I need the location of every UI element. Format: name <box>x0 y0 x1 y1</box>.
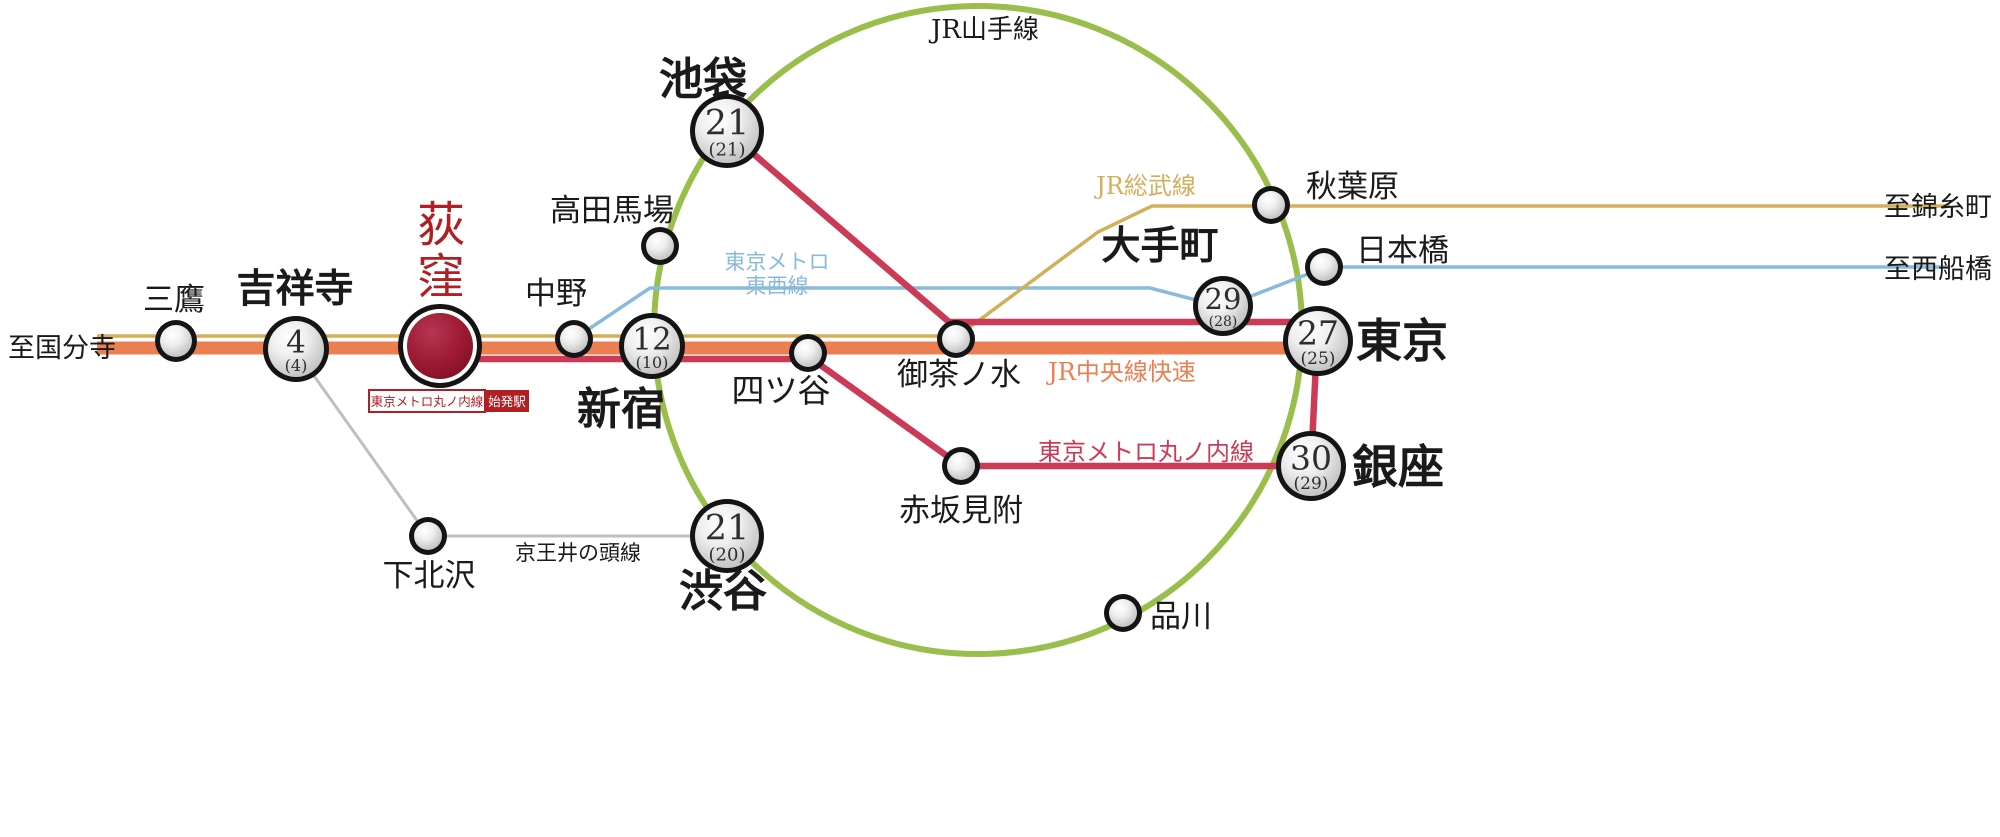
time-minutes-paren-shibuya: (20) <box>709 544 746 565</box>
origin-tag-badge-label: 始発駅 <box>488 394 526 409</box>
origin-station-fill <box>407 313 473 379</box>
rail-lines <box>97 3 1950 657</box>
station-fill <box>560 325 588 353</box>
station-fill <box>624 318 680 374</box>
time-minutes-paren-ginza: (29) <box>1294 474 1329 494</box>
time-minutes-tokyo: 27 <box>1297 314 1339 353</box>
station-fill <box>268 321 324 377</box>
line-label-marunouchi: 東京メトロ丸ノ内線 <box>1038 438 1254 466</box>
station-name-ogikubo-char1: 窪 <box>417 249 465 305</box>
time-minutes-paren-otemachi: (28) <box>1209 314 1238 330</box>
time-minutes-otemachi: 29 <box>1205 282 1242 316</box>
station-nakano: 中野 <box>525 276 593 358</box>
station-fill <box>947 452 975 480</box>
station-kichijoji: 4(4) 吉祥寺 <box>236 266 354 382</box>
time-minutes-ginza: 30 <box>1290 439 1332 478</box>
station-name-ginza: 銀座 <box>1352 440 1444 494</box>
line-label-jr-chuo-rapid: JR中央線快速 <box>1045 358 1196 386</box>
line-label-keio-inokashira: 京王井の頭線 <box>515 541 641 565</box>
station-fill <box>414 522 442 550</box>
station-name-tokyo: 東京 <box>1356 314 1448 368</box>
origin-tag-badge-box <box>485 390 529 412</box>
station-fill <box>1310 253 1338 281</box>
station-name-otemachi: 大手町 <box>1101 223 1218 269</box>
station-yotsuya: 四ツ谷 <box>732 334 831 410</box>
station-name-ogikubo-char0: 荻 <box>417 197 465 253</box>
station-tokyo: 27(25) 東京 <box>1283 306 1448 376</box>
station-fill <box>1109 599 1137 627</box>
time-minutes-ikebukuro: 21 <box>705 104 750 144</box>
station-fill <box>1281 436 1341 496</box>
station-name-takadanobaba: 高田馬場 <box>550 193 674 229</box>
station-fill <box>794 339 822 367</box>
station-nihombashi: 日本橋 <box>1305 233 1449 286</box>
station-akasaka-mitsuke: 赤坂見附 <box>899 447 1023 529</box>
time-minutes-paren-kichijoji: (4) <box>285 356 308 375</box>
station-fill <box>942 325 970 353</box>
station-ikebukuro: 21(21) 池袋 <box>659 54 764 168</box>
station-shimokitazawa: 下北沢 <box>383 517 476 594</box>
station-name-shibuya: 渋谷 <box>679 566 767 617</box>
line-label-jr-yamanote: JR山手線 <box>928 15 1039 45</box>
station-name-mitaka: 三鷹 <box>143 282 205 318</box>
station-mitaka: 三鷹 <box>143 282 205 362</box>
time-minutes-kichijoji: 4 <box>286 324 306 360</box>
origin-tag-line-label: 東京メトロ丸ノ内線 <box>371 394 484 409</box>
station-ochanomizu: 御茶ノ水 <box>897 320 1021 393</box>
station-name-yotsuya: 四ツ谷 <box>732 371 831 410</box>
line-tokyo-metro-tozai <box>573 265 1950 341</box>
station-shinagawa: 品川 <box>1104 594 1212 635</box>
time-minutes-shinjuku: 12 <box>632 321 671 357</box>
time-minutes-shibuya: 21 <box>705 509 750 549</box>
station-fill <box>160 325 192 357</box>
origin-tag: 東京メトロ丸ノ内線始発駅 <box>368 389 529 413</box>
time-minutes-paren-shinjuku: (10) <box>636 353 669 372</box>
station-name-akihabara: 秋葉原 <box>1306 169 1399 205</box>
line-label-tozai-line1: 東京メトロ <box>725 250 830 274</box>
line-jr-sobu <box>97 204 1950 338</box>
edge-label-nishi-funabashi: 至西船橋 <box>1884 254 1992 285</box>
station-name-ikebukuro: 池袋 <box>659 54 747 105</box>
station-ginza: 30(29) 銀座 <box>1276 431 1444 501</box>
station-shibuya: 21(20)渋谷 <box>679 499 767 617</box>
station-name-shimokitazawa: 下北沢 <box>383 558 476 594</box>
edge-label-kinshicho: 至錦糸町 <box>1884 192 1992 223</box>
station-name-shinagawa: 品川 <box>1150 599 1212 635</box>
time-minutes-paren-tokyo: (25) <box>1301 349 1336 369</box>
line-label-tozai-line2: 東西線 <box>746 274 809 298</box>
station-name-kichijoji: 吉祥寺 <box>236 266 353 312</box>
station-name-nakano: 中野 <box>525 276 587 312</box>
station-akihabara: 秋葉原 <box>1252 169 1399 224</box>
station-name-shinjuku: 新宿 <box>577 384 665 435</box>
station-fill <box>646 232 674 260</box>
station-otemachi: 29(28) 大手町 <box>1101 223 1253 336</box>
station-fill <box>1198 281 1248 331</box>
station-takadanobaba: 高田馬場 <box>550 193 679 265</box>
station-fill <box>1257 191 1285 219</box>
station-name-akasaka-mitsuke: 赤坂見附 <box>899 493 1023 529</box>
time-minutes-paren-ikebukuro: (21) <box>709 139 746 160</box>
station-fill <box>695 504 759 568</box>
station-ogikubo: 荻窪 <box>398 197 482 388</box>
station-name-ochanomizu: 御茶ノ水 <box>897 357 1021 393</box>
station-fill <box>1288 311 1348 371</box>
stations: 三鷹4(4)吉祥寺荻窪中野高田馬場12(10)新宿21(21)池袋四ツ谷御茶ノ水… <box>143 54 1449 635</box>
station-shinjuku: 12(10) 新宿 <box>577 313 685 435</box>
edge-label-kokubunji: 至国分寺 <box>8 333 116 364</box>
line-keio-inokashira <box>295 351 726 538</box>
station-name-nihombashi: 日本橋 <box>1356 233 1449 269</box>
line-label-jr-sobu: JR総武線 <box>1093 172 1196 200</box>
station-fill <box>695 99 759 163</box>
